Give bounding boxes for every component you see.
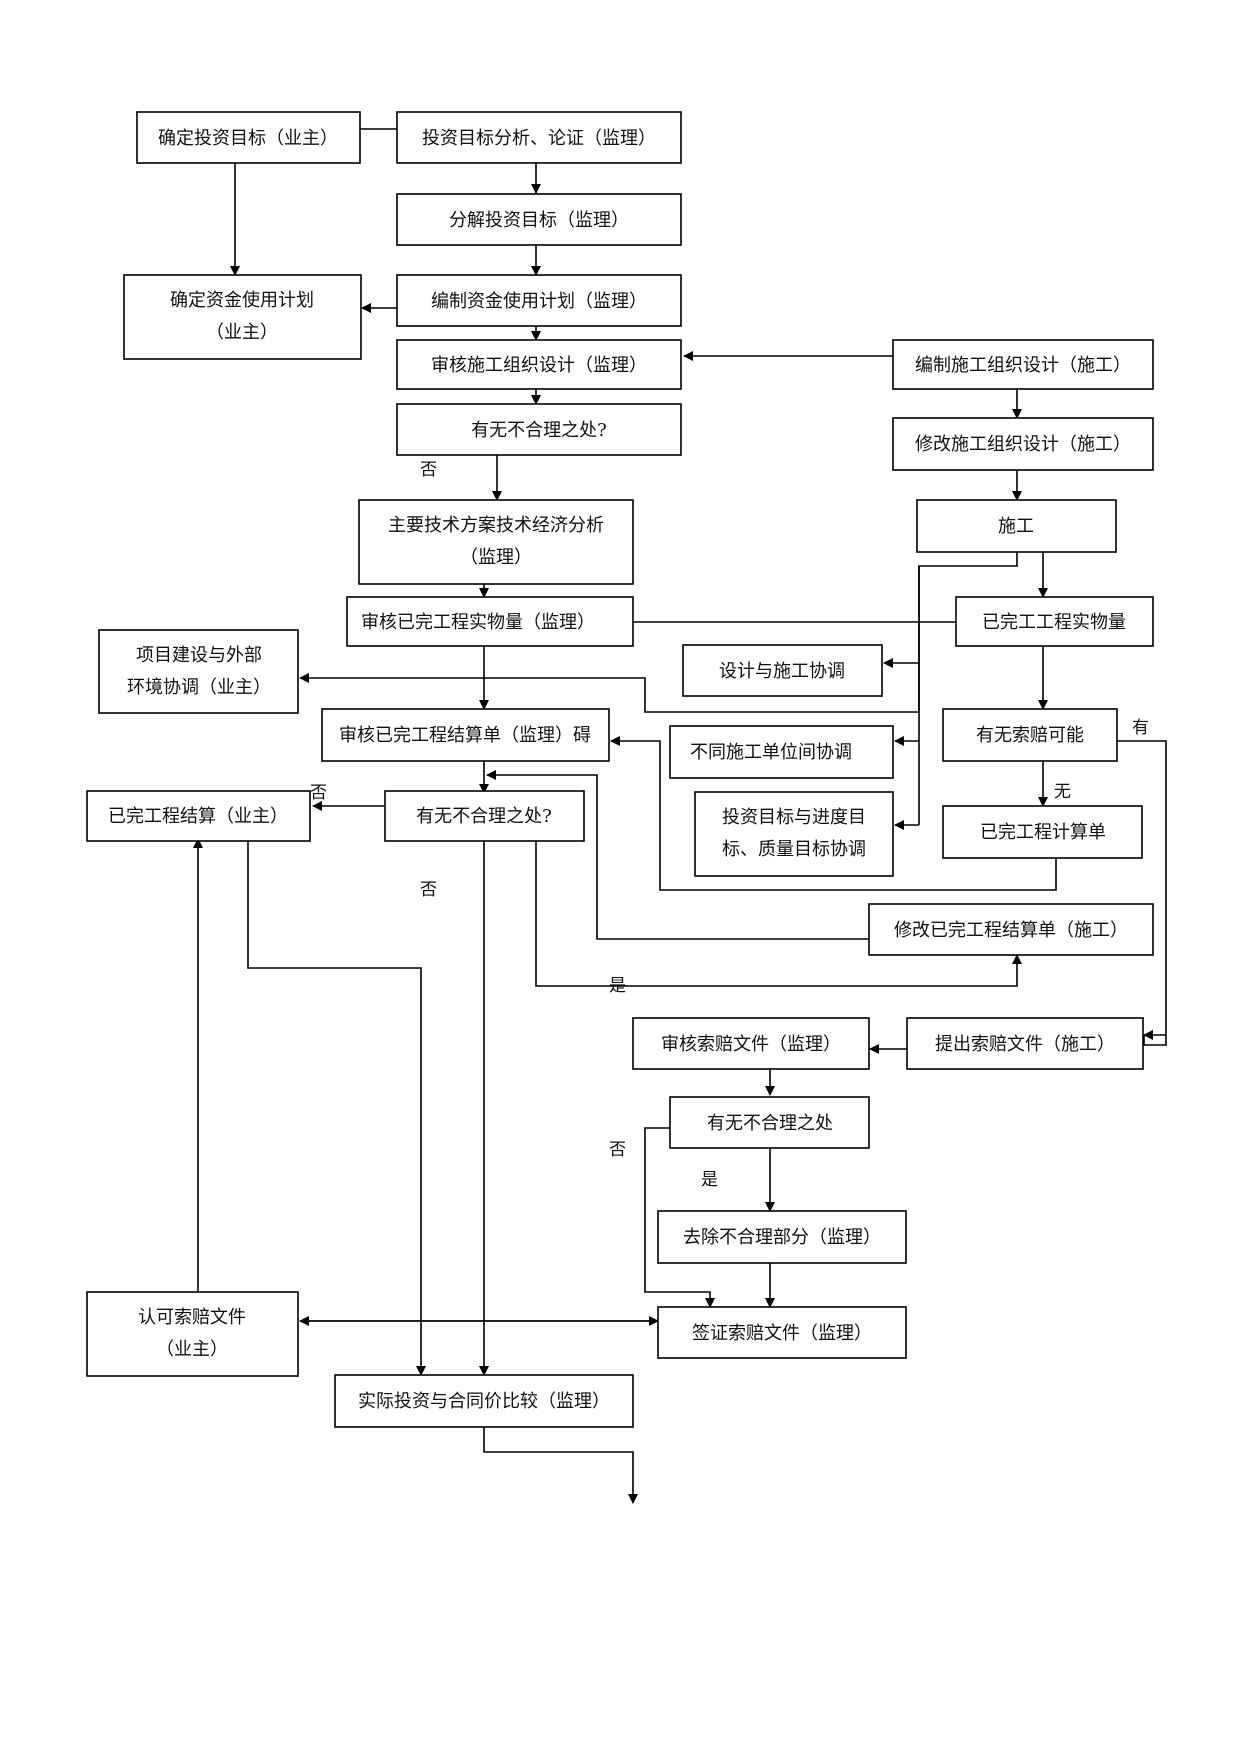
node-n3: 分解投资目标（监理） xyxy=(396,193,682,246)
node-n15: 设计与施工协调 xyxy=(682,644,883,697)
node-n30: 实际投资与合同价比较（监理） xyxy=(334,1374,634,1428)
node-n22: 已完工程计算单 xyxy=(942,805,1143,859)
node-n26-label: 有无不合理之处 xyxy=(707,1113,833,1134)
node-n7-label: 编制施工组织设计（施工） xyxy=(915,355,1131,376)
node-n19-label: 已完工程结算（业主） xyxy=(108,806,288,827)
node-n1-label: 确定投资目标（业主） xyxy=(158,128,338,149)
node-n27-label: 去除不合理部分（监理） xyxy=(683,1227,881,1248)
node-n29-label: 签证索赔文件（监理） xyxy=(692,1323,872,1344)
node-n30-label: 实际投资与合同价比较（监理） xyxy=(358,1391,610,1412)
node-n20: 有无不合理之处? xyxy=(384,790,585,842)
connectors xyxy=(193,128,1167,1504)
node-n22-label: 已完工程计算单 xyxy=(980,822,1106,843)
node-n3-label: 分解投资目标（监理） xyxy=(449,210,629,231)
node-n12: 审核已完工程实物量（监理） xyxy=(346,596,634,647)
node-n7: 编制施工组织设计（施工） xyxy=(892,339,1154,390)
node-n21-label-line2: 标、质量目标协调 xyxy=(722,839,866,860)
node-n18-label: 有无索赔可能 xyxy=(976,725,1084,746)
node-n16: 审核已完工程结算单（监理）碍 xyxy=(321,708,610,762)
node-n27: 去除不合理部分（监理） xyxy=(657,1210,907,1264)
node-n17: 不同施工单位间协调 xyxy=(669,725,894,779)
node-n28: 认可索赔文件 （业主） xyxy=(86,1291,299,1377)
label-none: 无 xyxy=(1054,782,1071,802)
node-n21: 投资目标与进度目 标、质量目标协调 xyxy=(694,791,894,877)
label-no-4: 否 xyxy=(609,1140,626,1160)
node-n1: 确定投资目标（业主） xyxy=(136,111,361,164)
label-yes-1: 是 xyxy=(609,976,626,996)
node-n16-label: 审核已完工程结算单（监理）碍 xyxy=(339,725,591,746)
node-n28-label-line2: （业主） xyxy=(156,1339,228,1360)
node-n6-label: 审核施工组织设计（监理） xyxy=(431,355,647,376)
node-n9-label: 修改施工组织设计（施工） xyxy=(915,434,1131,455)
node-n11: 施工 xyxy=(916,499,1117,553)
node-n13-label: 已完工工程实物量 xyxy=(982,612,1126,633)
node-n17-label: 不同施工单位间协调 xyxy=(690,742,852,763)
node-n15-label: 设计与施工协调 xyxy=(719,661,845,682)
node-n2-label: 投资目标分析、论证（监理） xyxy=(422,128,656,149)
node-n5: 编制资金使用计划（监理） xyxy=(396,274,682,327)
node-n5-label: 编制资金使用计划（监理） xyxy=(431,291,647,312)
node-n25-label: 提出索赔文件（施工） xyxy=(935,1034,1115,1055)
node-n11-label: 施工 xyxy=(998,516,1034,537)
node-n21-label-line1: 投资目标与进度目 xyxy=(722,807,866,828)
node-n4-label-line1: 确定资金使用计划 xyxy=(170,290,314,311)
label-have: 有 xyxy=(1132,718,1149,738)
node-n24: 审核索赔文件（监理） xyxy=(632,1017,870,1070)
node-n9: 修改施工组织设计（施工） xyxy=(892,417,1154,471)
node-n24-label: 审核索赔文件（监理） xyxy=(661,1034,841,1055)
node-n20-label: 有无不合理之处? xyxy=(416,806,552,827)
node-n26: 有无不合理之处 xyxy=(669,1096,870,1149)
node-n10: 主要技术方案技术经济分析 （监理） xyxy=(358,499,634,585)
node-n10-label-line2: （监理） xyxy=(460,547,532,568)
node-n23: 修改已完工程结算单（施工） xyxy=(868,903,1154,956)
label-yes-2: 是 xyxy=(701,1170,718,1190)
node-n4-label-line2: （业主） xyxy=(206,322,278,343)
node-n14-label-line1: 项目建设与外部 xyxy=(136,645,262,666)
node-n14: 项目建设与外部 环境协调（业主） xyxy=(98,629,299,714)
node-n10-label-line1: 主要技术方案技术经济分析 xyxy=(388,515,604,536)
label-no-2: 否 xyxy=(310,783,327,803)
node-n6: 审核施工组织设计（监理） xyxy=(396,339,682,390)
label-no-1: 否 xyxy=(420,460,437,480)
node-n19: 已完工程结算（业主） xyxy=(86,790,311,842)
node-n18: 有无索赔可能 xyxy=(942,708,1118,762)
edge-labels: 否 否 否 否 是 是 有 无 xyxy=(310,460,1149,1190)
node-n12-label: 审核已完工程实物量（监理） xyxy=(361,612,595,633)
node-n28-label-line1: 认可索赔文件 xyxy=(138,1307,246,1328)
node-n8: 有无不合理之处? xyxy=(396,403,682,456)
node-n2: 投资目标分析、论证（监理） xyxy=(396,111,682,164)
node-n8-label: 有无不合理之处? xyxy=(471,420,607,441)
label-no-3: 否 xyxy=(420,880,437,900)
node-n4: 确定资金使用计划 （业主） xyxy=(123,274,362,360)
node-n14-label-line2: 环境协调（业主） xyxy=(127,677,271,698)
node-n25: 提出索赔文件（施工） xyxy=(906,1017,1144,1070)
node-n23-label: 修改已完工程结算单（施工） xyxy=(894,920,1128,941)
node-n29: 签证索赔文件（监理） xyxy=(657,1306,907,1359)
node-n13: 已完工工程实物量 xyxy=(955,596,1154,647)
